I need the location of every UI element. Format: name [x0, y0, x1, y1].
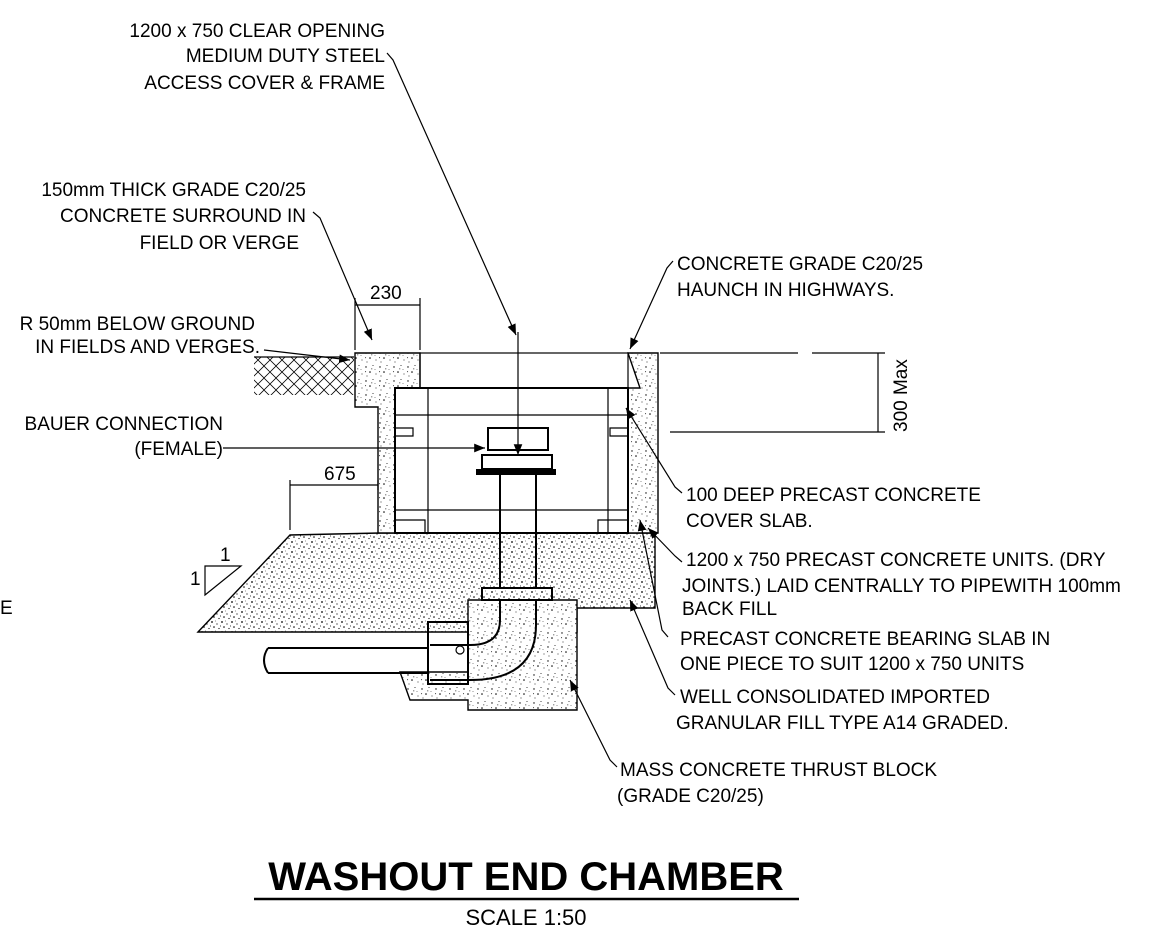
dimension-230: 230 — [354, 283, 421, 350]
svg-text:1: 1 — [190, 569, 201, 590]
svg-text:230: 230 — [370, 283, 402, 304]
dimension-300-max: 300 Max — [660, 352, 912, 433]
slab-label-line2: COVER SLAB. — [686, 511, 813, 532]
cover-label-line2: MEDIUM DUTY STEEL — [186, 46, 385, 67]
granular-fill — [196, 532, 656, 633]
surround-label-line3: FIELD OR VERGE — [140, 233, 299, 254]
concrete-surround — [354, 352, 659, 534]
thrust-label-line2: (GRADE C20/25) — [617, 786, 764, 807]
slope-indicator: 1 1 — [190, 545, 243, 597]
units-label-line2: JOINTS.) LAID CENTRALLY TO PIPEWITH 100m… — [682, 576, 1121, 597]
drawing-title-block: WASHOUT END CHAMBER SCALE 1:50 — [254, 855, 799, 930]
bearing-label-line1: PRECAST CONCRETE BEARING SLAB IN — [680, 629, 1050, 650]
surround-label-line2: CONCRETE SURROUND IN — [60, 206, 306, 227]
bauer-connection — [476, 332, 556, 475]
haunch-label-line2: HAUNCH IN HIGHWAYS. — [677, 280, 894, 301]
leader-lines — [223, 52, 683, 768]
surround-label-line1: 150mm THICK GRADE C20/25 — [41, 180, 306, 201]
cover-label-line1: 1200 x 750 CLEAR OPENING — [129, 21, 385, 42]
bauer-label-line2: (FEMALE) — [134, 439, 223, 460]
svg-text:300 Max: 300 Max — [891, 359, 912, 432]
fill-label-line2: GRANULAR FILL TYPE A14 GRADED. — [676, 713, 1009, 734]
svg-text:675: 675 — [324, 464, 356, 485]
drawing-title: WASHOUT END CHAMBER — [268, 855, 784, 899]
fill-label-line1: WELL CONSOLIDATED IMPORTED — [680, 687, 990, 708]
annotation-labels: 1200 x 750 CLEAR OPENING MEDIUM DUTY STE… — [0, 21, 1121, 807]
units-label-line1: 1200 x 750 PRECAST CONCRETE UNITS. (DRY — [686, 550, 1106, 571]
ground-label-line1: R 50mm BELOW GROUND — [20, 314, 255, 335]
svg-text:1: 1 — [220, 545, 231, 566]
drawing-scale: SCALE 1:50 — [465, 905, 586, 930]
thrust-block — [399, 599, 578, 711]
ground-label-line2: IN FIELDS AND VERGES. — [35, 337, 260, 358]
precast-chamber — [394, 352, 629, 534]
haunch-label-line1: CONCRETE GRADE C20/25 — [677, 254, 923, 275]
bauer-label-line1: BAUER CONNECTION — [25, 414, 223, 435]
riser-pipe — [430, 475, 553, 681]
thrust-label-line1: MASS CONCRETE THRUST BLOCK — [620, 760, 937, 781]
units-label-line3: BACK FILL — [682, 599, 777, 620]
bearing-label-line2: ONE PIECE TO SUIT 1200 x 750 UNITS — [680, 654, 1024, 675]
cover-label-line3: ACCESS COVER & FRAME — [144, 73, 385, 94]
dimension-675: 675 — [289, 464, 379, 530]
ground-hatch — [254, 356, 354, 395]
horizontal-pipe — [263, 621, 469, 685]
edge-letter: E — [0, 598, 13, 619]
slab-label-line1: 100 DEEP PRECAST CONCRETE — [686, 485, 981, 506]
